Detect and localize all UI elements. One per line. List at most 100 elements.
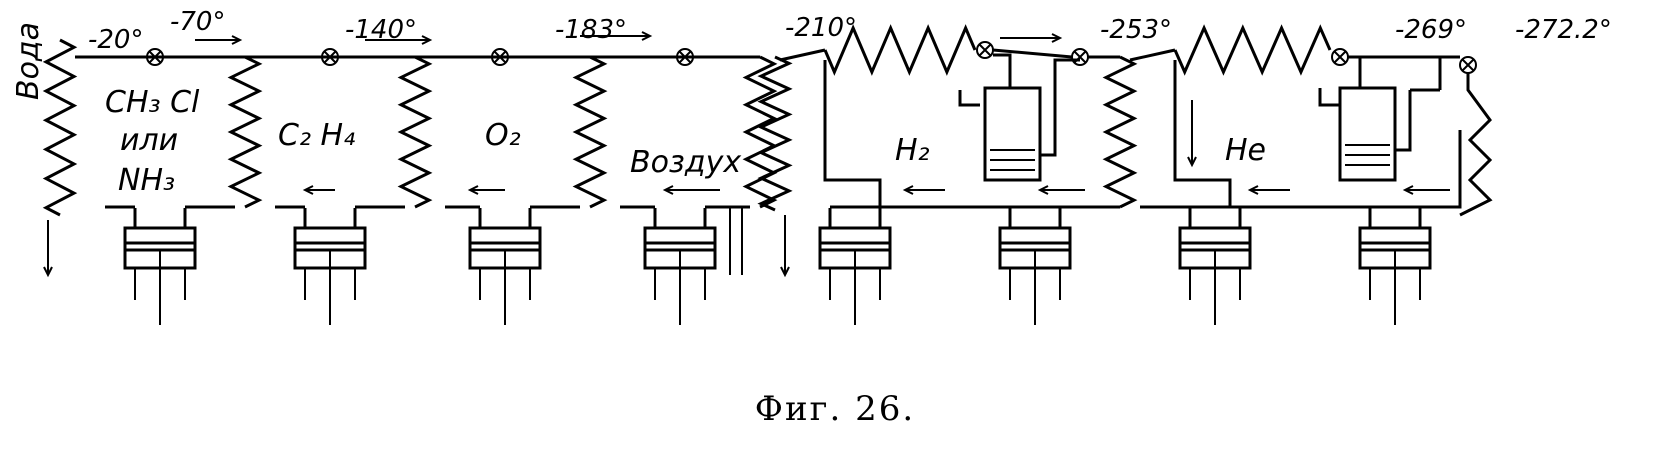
compressor-rod bbox=[1189, 250, 1241, 325]
stage1-label-ch3cl: CH₃ Cl bbox=[105, 85, 200, 120]
throttle-valve-icon bbox=[1333, 50, 1347, 64]
flow-arrow-head bbox=[302, 185, 314, 195]
compressor-piston bbox=[125, 241, 195, 252]
compressor-piston bbox=[1360, 241, 1430, 252]
compressor-port bbox=[828, 208, 882, 228]
compressor-rod bbox=[134, 250, 186, 325]
compressor-port bbox=[303, 208, 357, 228]
pipe bbox=[729, 208, 743, 275]
compressor-rod bbox=[479, 250, 531, 325]
liquid-level bbox=[990, 149, 1035, 171]
compressor-piston bbox=[295, 241, 365, 252]
flow-arrow-head bbox=[662, 185, 674, 195]
heat-exchanger-coil bbox=[1173, 24, 1332, 76]
compressor-icon bbox=[818, 226, 892, 270]
compressor-icon bbox=[998, 226, 1072, 270]
throttle-valve-icon bbox=[148, 50, 162, 64]
compressor-piston bbox=[470, 241, 540, 252]
stage1-label-nh3: NH₃ bbox=[118, 163, 175, 198]
throttle-valve-icon bbox=[491, 48, 509, 66]
flow-arrow-head bbox=[231, 35, 243, 45]
water-label: Вода bbox=[11, 22, 46, 100]
flow-arrow-head bbox=[467, 185, 479, 195]
compressor-icon bbox=[468, 226, 542, 270]
pipe bbox=[993, 53, 1080, 157]
heat-exchanger-coil bbox=[742, 55, 778, 209]
compressor-icon bbox=[123, 226, 197, 270]
compressor-rod bbox=[654, 250, 706, 325]
stage1-label-or: или bbox=[120, 123, 178, 158]
pipe bbox=[992, 48, 1073, 59]
stage3-label-oxygen: O₂ bbox=[485, 118, 521, 153]
separator-vessel-icon bbox=[1338, 86, 1397, 182]
compressor-piston bbox=[1180, 241, 1250, 252]
flow-arrow-head bbox=[1187, 156, 1197, 168]
pipe bbox=[958, 90, 980, 107]
temp-label: -20° bbox=[88, 25, 143, 55]
flow-arrow-head bbox=[421, 35, 433, 45]
flow-arrow-head bbox=[641, 31, 653, 41]
heat-exchanger-coil bbox=[42, 38, 78, 217]
flow-arrow-head bbox=[43, 266, 53, 278]
compressor-port bbox=[1188, 208, 1242, 228]
pipe bbox=[1140, 60, 1462, 209]
temp-label: -253° bbox=[1100, 15, 1172, 45]
throttle-valve-icon bbox=[978, 43, 992, 57]
compressor-port bbox=[133, 208, 187, 228]
stage2-label-ethylene: C₂ H₄ bbox=[278, 118, 355, 153]
compressor-piston bbox=[820, 241, 890, 252]
temp-label: -272.2° bbox=[1515, 15, 1612, 45]
compressor-rod bbox=[1369, 250, 1421, 325]
compressor-port bbox=[478, 208, 532, 228]
heat-exchanger-coil bbox=[1102, 55, 1138, 209]
compressor-port bbox=[653, 208, 707, 228]
throttle-valve-icon bbox=[323, 50, 337, 64]
compressor-icon bbox=[293, 226, 367, 270]
temp-label: -70° bbox=[170, 7, 225, 37]
compressor-icon bbox=[1358, 226, 1432, 270]
compressor-piston bbox=[645, 241, 715, 252]
temp-label: -183° bbox=[555, 15, 627, 45]
heat-exchanger-coil bbox=[572, 55, 608, 209]
compressor-piston bbox=[1000, 241, 1070, 252]
compressor-port bbox=[1368, 208, 1422, 228]
stage4-label-air: Воздух bbox=[630, 145, 741, 180]
heat-exchanger-coil bbox=[823, 24, 977, 76]
temp-label: -210° bbox=[785, 13, 857, 43]
compressor-icon bbox=[1178, 226, 1252, 270]
heat-exchanger-coil bbox=[757, 55, 793, 212]
flow-arrow-head bbox=[1037, 185, 1049, 195]
throttle-valve-icon bbox=[678, 50, 692, 64]
temp-label: -269° bbox=[1395, 15, 1467, 45]
pipe bbox=[823, 60, 1120, 209]
pipe bbox=[1318, 88, 1340, 107]
flow-arrow-head bbox=[902, 185, 914, 195]
pipe bbox=[1129, 48, 1176, 62]
flow-arrow-head bbox=[1051, 33, 1063, 43]
pipe bbox=[1358, 57, 1442, 152]
throttle-valve-icon bbox=[493, 50, 507, 64]
compressor-rod bbox=[304, 250, 356, 325]
heat-exchanger-coil bbox=[1459, 73, 1493, 217]
heat-exchanger-coil bbox=[397, 55, 433, 209]
throttle-valve-icon bbox=[146, 48, 164, 66]
pipe bbox=[779, 48, 826, 62]
pipework bbox=[42, 24, 1493, 325]
compressor-icon bbox=[643, 226, 717, 270]
temp-label: -140° bbox=[345, 15, 417, 45]
compressor-rod bbox=[1009, 250, 1061, 325]
flow-arrow-head bbox=[780, 266, 790, 278]
throttle-valve-icon bbox=[676, 48, 694, 66]
compressor-port bbox=[1008, 208, 1062, 228]
stage6-label-helium: He bbox=[1225, 133, 1266, 168]
heat-exchanger-coil bbox=[227, 55, 263, 209]
throttle-valve-icon bbox=[1461, 58, 1475, 72]
flow-arrow-head bbox=[1247, 185, 1259, 195]
stage5-label-hydrogen: H₂ bbox=[895, 133, 930, 168]
compressor-rod bbox=[829, 250, 881, 325]
liquid-level bbox=[1345, 144, 1390, 166]
separator-vessel-icon bbox=[983, 86, 1042, 182]
throttle-valve-icon bbox=[321, 48, 339, 66]
figure-caption: Фиг. 26. bbox=[755, 389, 915, 429]
